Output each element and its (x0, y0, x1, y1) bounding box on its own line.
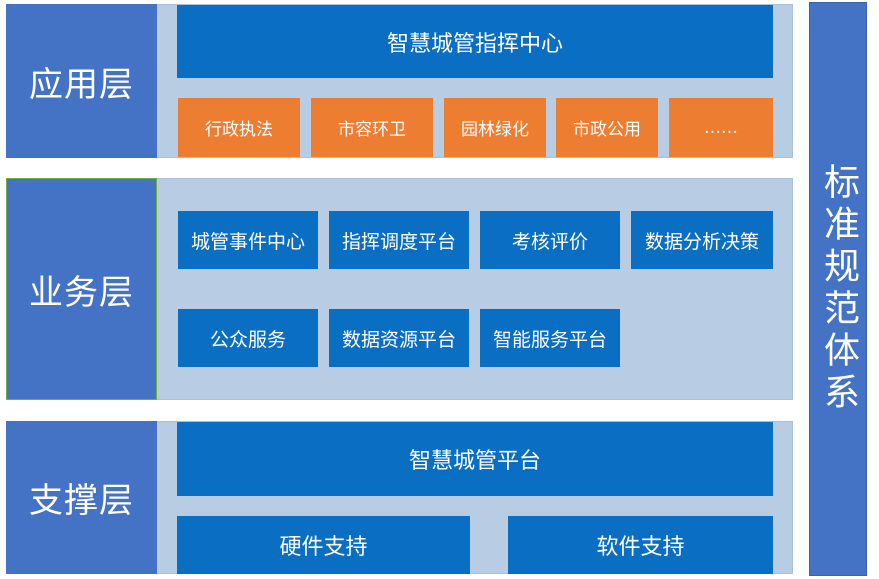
biz-item-public-service: 公众服务 (178, 309, 318, 367)
biz-item-data-analysis: 数据分析决策 (631, 211, 773, 269)
biz-item-evaluation: 考核评价 (480, 211, 620, 269)
app-item-law-enforcement: 行政执法 (178, 98, 300, 157)
biz-item-event-center: 城管事件中心 (178, 211, 318, 269)
hardware-support-block: 硬件支持 (177, 516, 470, 574)
app-item-landscaping: 园林绿化 (444, 98, 546, 157)
urban-platform-block: 智慧城管平台 (177, 422, 773, 496)
software-support-block: 软件支持 (508, 516, 773, 574)
biz-item-dispatch-platform: 指挥调度平台 (329, 211, 469, 269)
app-item-municipal-utilities: 市政公用 (556, 98, 658, 157)
biz-item-smart-service-platform: 智能服务平台 (480, 309, 620, 367)
standards-system-panel: 标准规范体系 (809, 2, 867, 576)
standards-system-label: 标准规范体系 (818, 163, 859, 415)
app-item-more: …… (669, 98, 773, 157)
application-layer-label: 应用层 (6, 4, 157, 158)
command-center-block: 智慧城管指挥中心 (177, 5, 773, 78)
support-layer-label: 支撑层 (6, 421, 157, 574)
business-layer-label: 业务层 (6, 178, 157, 400)
app-item-city-sanitation: 市容环卫 (311, 98, 433, 157)
biz-item-data-resource-platform: 数据资源平台 (329, 309, 469, 367)
